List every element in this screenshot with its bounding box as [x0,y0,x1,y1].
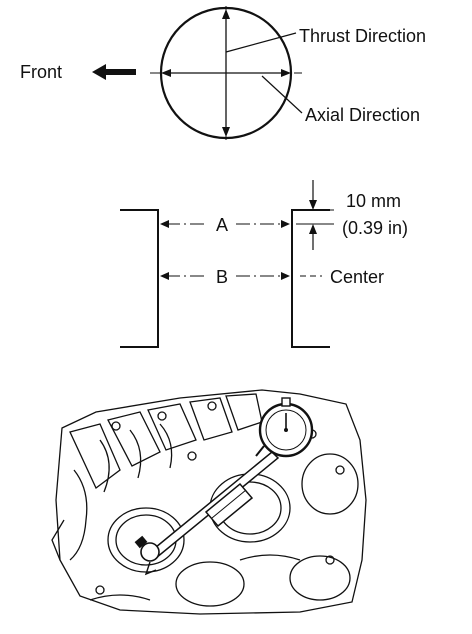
block-curve [159,423,173,469]
bolt-hole [95,585,105,595]
dimension-10mm [296,180,334,250]
bolt-hole [157,411,167,421]
cylinder-bore [289,555,351,601]
center-label: Center [330,267,384,287]
block-side-curve [69,469,88,561]
axial-direction-label: Axial Direction [305,105,420,125]
dimension-imperial-label: (0.39 in) [342,218,408,238]
block-curve [99,439,110,493]
bolt-hole [325,555,335,565]
axial-leader-line [261,75,303,114]
gauge-probe-tip [134,535,148,549]
block-rib [189,397,233,441]
block-outline [55,389,367,615]
cylinder-side-section: A B Center 10 mm (0.39 in) [120,180,408,348]
block-curve [129,429,142,479]
cylinder-bore-gauge-icon [134,397,314,576]
block-detail [51,519,65,561]
block-rib [225,393,263,431]
thrust-direction-label: Thrust Direction [299,26,426,46]
cylinder-bore [301,453,359,515]
measurement-line-b [160,272,322,280]
dimension-value-label: 10 mm [346,191,401,211]
gauge-probe-head [140,542,160,562]
dial-face [265,409,307,451]
axial-direction-arrow [161,69,291,77]
level-b-label: B [216,267,228,287]
cylinder-bore [175,561,245,607]
thrust-leader-line [225,32,297,53]
left-cylinder-wall [120,209,159,348]
engine-block-illustration [51,389,367,615]
measurement-line-a [160,220,290,228]
dial-stem [281,397,291,407]
bolt-hole [187,451,197,461]
bolt-hole [207,401,217,411]
block-detail [89,594,151,601]
front-label: Front [20,62,62,82]
level-a-label: A [216,215,228,235]
block-rib [107,411,161,467]
block-rib [147,403,197,451]
block-detail [239,554,301,561]
block-rib [69,423,121,490]
bolt-hole [111,421,121,431]
arrow-left-icon [92,64,136,80]
bolt-hole [335,465,345,475]
cylinder-top-view: Front Thrust Direction Axial Direction [20,6,426,142]
